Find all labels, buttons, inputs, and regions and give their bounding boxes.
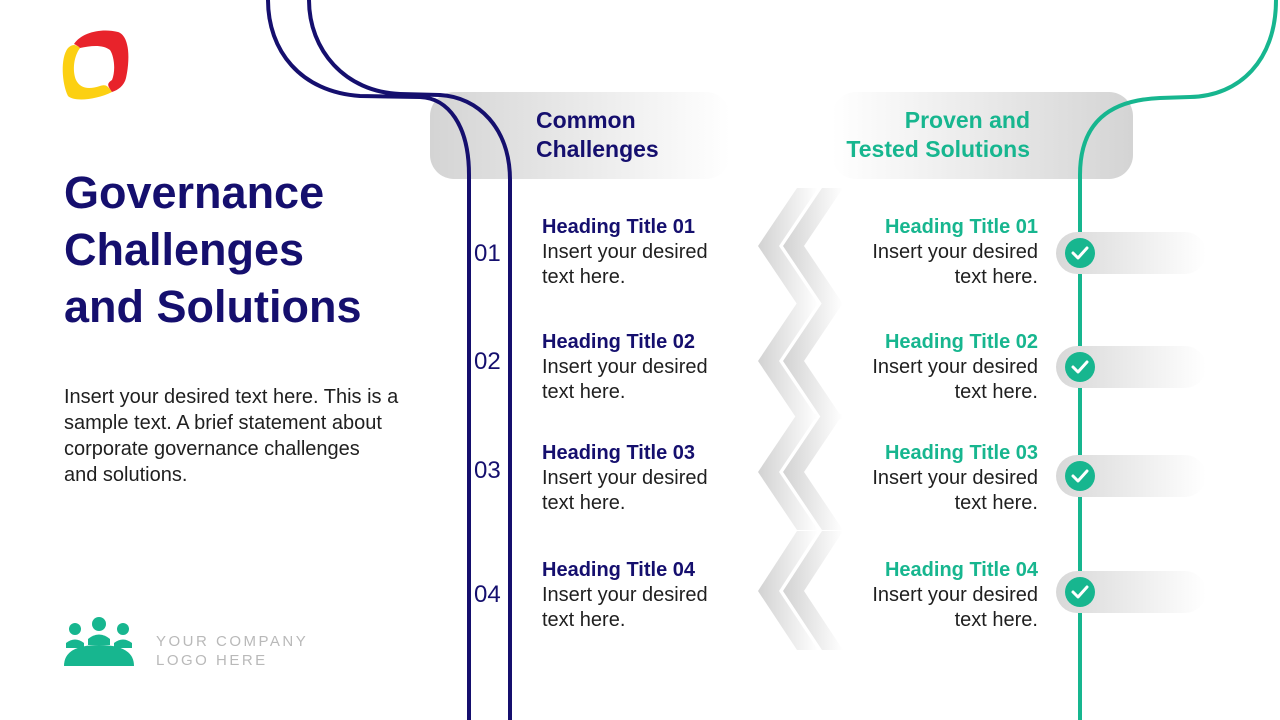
item-number: 01 bbox=[474, 240, 501, 267]
solution-heading: Heading Title 04 bbox=[884, 559, 1038, 581]
navy-line-outer bbox=[266, 0, 471, 720]
check-circle-icon bbox=[1056, 232, 1206, 274]
chevron-left-icon bbox=[758, 414, 843, 530]
challenge-heading: Heading Title 03 bbox=[542, 442, 696, 464]
teal-line bbox=[1078, 0, 1278, 720]
solution-heading: Heading Title 02 bbox=[884, 331, 1038, 353]
chevron-left-icon bbox=[758, 531, 843, 650]
right-header-bar bbox=[832, 92, 1133, 179]
solution-heading: Heading Title 03 bbox=[884, 442, 1038, 464]
challenge-heading: Heading Title 04 bbox=[542, 559, 696, 581]
check-circle-icon bbox=[1056, 571, 1206, 613]
challenge-heading: Heading Title 02 bbox=[542, 331, 696, 353]
navy-line-inner bbox=[307, 0, 512, 720]
left-header-bar bbox=[430, 92, 730, 179]
challenge-heading: Heading Title 01 bbox=[542, 216, 696, 238]
speech-bubble-logo-icon bbox=[62, 30, 129, 100]
item-number: 02 bbox=[474, 348, 501, 375]
solution-heading: Heading Title 01 bbox=[884, 216, 1038, 238]
chevron-left-icon bbox=[758, 303, 843, 419]
item-number: 04 bbox=[474, 581, 501, 608]
check-circle-icon bbox=[1056, 455, 1206, 497]
intro-description: Insert your desired text here. This is a… bbox=[64, 386, 399, 486]
item-number: 03 bbox=[474, 457, 501, 484]
check-circle-icon bbox=[1056, 346, 1206, 388]
team-people-icon bbox=[64, 617, 134, 666]
chevron-left-icon bbox=[758, 188, 843, 304]
